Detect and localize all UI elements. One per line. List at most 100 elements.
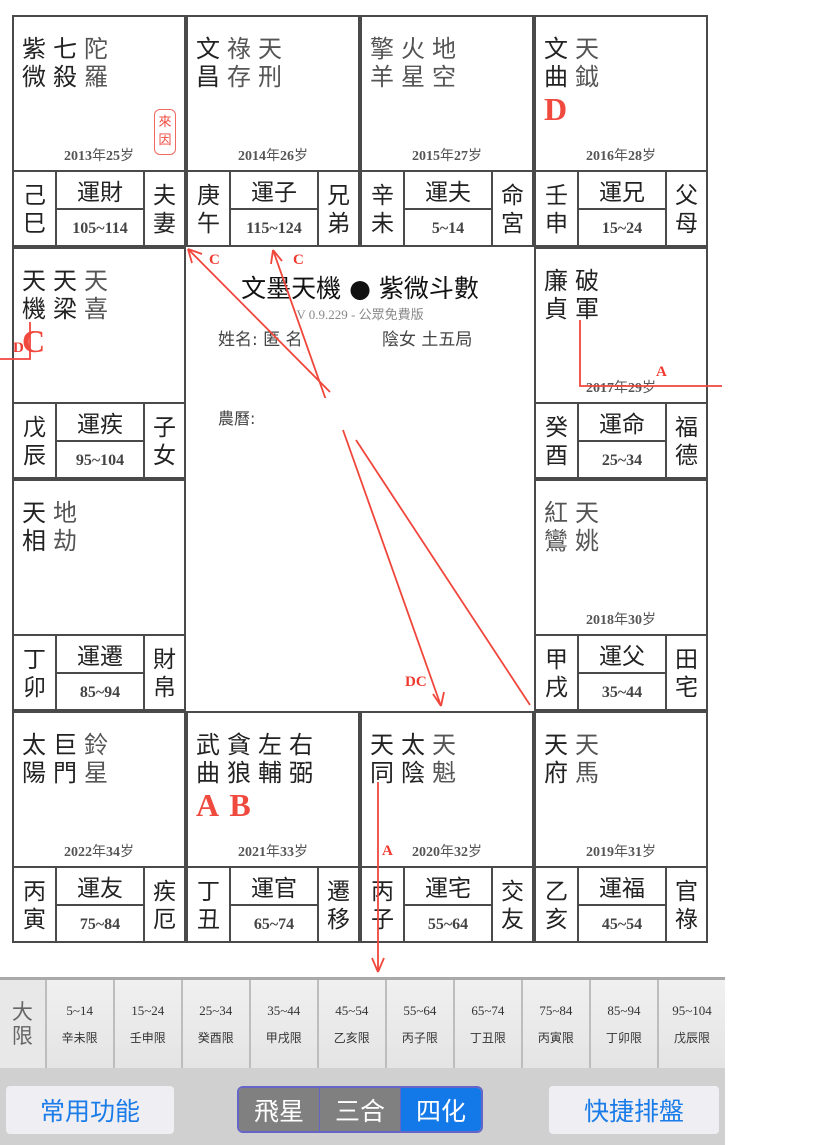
decade-range: 25~34 [601,451,643,469]
palace-name: 田宅 [675,646,698,701]
major-star: 破軍 [575,267,599,323]
major-star: 太陽 [22,731,46,787]
flow-year: 2017年29岁 [586,380,656,396]
minor-star: 天馬 [575,731,599,787]
star-list: 太陽巨門鈴星 [20,731,110,787]
major-star: 巨門 [53,731,77,787]
palace-name: 疾厄 [153,878,176,933]
heavenly-stem-branch: 戊辰 [14,404,57,479]
major-star: 太陰 [401,731,425,787]
heavenly-stem-branch: 丁丑 [188,868,231,943]
arrow-label-c2: C [293,252,304,268]
star-list: 天府天馬 [542,731,601,787]
edition-label: 公眾免費版 [358,308,424,323]
segment-si-hua[interactable]: 四化 [401,1088,481,1131]
decade-header: 大 限 [0,980,47,1068]
arrow-label-a-right: A [656,364,667,380]
name-label: 姓名: 匿 名 [218,330,303,350]
yun-palace-label: 運疾 [57,404,143,442]
major-star: 天機 [22,267,46,323]
heavenly-stem-branch: 壬申 [536,172,579,247]
decade-name: 辛未限 [61,1030,98,1045]
flow-year: 2016年28岁 [586,148,656,164]
major-star: 文曲 [544,35,568,91]
decade-name: 甲戌限 [265,1030,302,1045]
sihua-mark: D [544,91,570,127]
palace-name: 夫妻 [153,182,176,237]
segment-flying-star[interactable]: 飛星 [239,1088,320,1131]
star-list: 武曲貪狼左輔右弼 [194,731,315,787]
minor-star: 天魁 [432,731,456,787]
quick-chart-button[interactable]: 快捷排盤 [549,1086,719,1134]
decade-item[interactable]: 35~44 甲戌限 [250,980,319,1068]
decade-range: 85~94 [607,1002,641,1018]
decade-range: 15~24 [601,219,643,237]
decade-range: 35~44 [267,1002,301,1018]
decade-range: 115~124 [246,219,302,237]
palace-name: 遷移 [327,878,350,933]
yun-palace-label: 運福 [579,868,665,906]
palace-name: 交友 [501,878,524,933]
decade-range: 5~14 [431,219,465,237]
heavenly-stem-branch: 丙寅 [14,868,57,943]
yun-palace-label: 運夫 [405,172,491,210]
yun-palace-label: 運子 [231,172,317,210]
palace-name: 子女 [153,414,176,469]
decade-range: 5~14 [66,1002,93,1018]
heavenly-stem-branch: 丁卯 [14,636,57,711]
minor-star: 鈴星 [84,731,108,787]
decade-range: 75~84 [539,1002,573,1018]
star-list: 紫微七殺陀羅 [20,35,110,91]
minor-star: 天喜 [84,267,108,323]
flow-year: 2014年26岁 [238,148,308,164]
palace-name: 福德 [675,414,698,469]
decade-item[interactable]: 5~14 辛未限 [46,980,115,1068]
segment-san-he[interactable]: 三合 [320,1088,401,1131]
lunar-date-label: 農曆: [218,409,256,428]
common-functions-button[interactable]: 常用功能 [6,1086,174,1134]
star-list: 天機天梁天喜 [20,267,110,323]
decade-range: 45~54 [601,915,643,933]
heavenly-stem-branch: 己巳 [14,172,57,247]
star-list: 文昌祿存天刑 [194,35,284,91]
decade-header-top: 大 [11,1000,33,1024]
arrow-label-c1: C [209,252,220,268]
star-list: 天相地劫 [20,499,79,555]
minor-star: 紅鸞 [544,499,568,555]
decade-range: 65~74 [471,1002,505,1018]
yun-palace-label: 運官 [231,868,317,906]
gender-bureau-label: 陰女 土五局 [382,330,473,350]
decade-name: 戊辰限 [673,1030,710,1045]
decade-range: 55~64 [427,915,469,933]
view-mode-segmented-control: 飛星 三合 四化 [237,1086,483,1133]
decade-range: 75~84 [79,915,121,933]
minor-star: 天姚 [575,499,599,555]
star-list: 紅鸞天姚 [542,499,601,555]
major-star: 天相 [22,499,46,555]
yun-palace-label: 運遷 [57,636,143,674]
